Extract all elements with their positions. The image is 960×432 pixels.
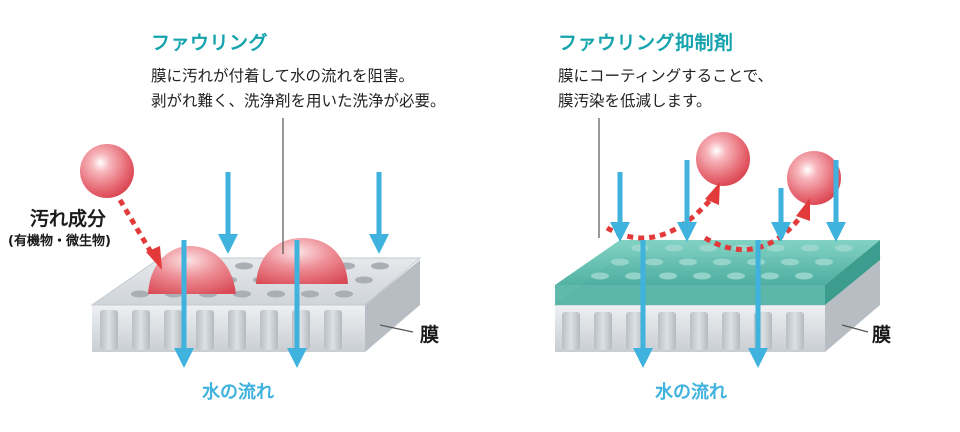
right-description-line-2: 膜汚染を低減します。 (558, 92, 712, 110)
left-membrane-leader-line (379, 324, 414, 333)
right-water-flow-label: 水の流れ (655, 382, 727, 403)
right-water-flow-arrows (610, 160, 846, 368)
foulant-layer-domes (148, 238, 348, 294)
left-water-flow-arrows (174, 172, 389, 368)
left-water-flow-label: 水の流れ (202, 382, 274, 403)
left-description-line-1: 膜に汚れが付着して水の流れを阻害。 (151, 67, 415, 85)
right-panel-title: ファウリング抑制剤 (558, 32, 734, 54)
antifouling-coating (555, 240, 880, 305)
left-membrane (90, 257, 422, 352)
left-panel-title: ファウリング (151, 32, 269, 54)
foulant-attach-arrow (117, 198, 162, 270)
right-membrane-leader-line (841, 324, 869, 333)
right-description-line-1: 膜にコーティングすることで、 (558, 67, 773, 85)
repelled-foulant-particles (696, 132, 841, 205)
foulant-particle (80, 144, 134, 198)
foulant-label: 汚れ成分 (30, 208, 107, 230)
left-description-line-2: 剥がれ難く、洗浄剤を用いた洗浄が必要。 (151, 92, 446, 110)
left-membrane-label: 膜 (420, 324, 440, 346)
foulant-sublabel: (有機物・微生物) (8, 234, 111, 249)
right-membrane-label: 膜 (872, 324, 892, 346)
